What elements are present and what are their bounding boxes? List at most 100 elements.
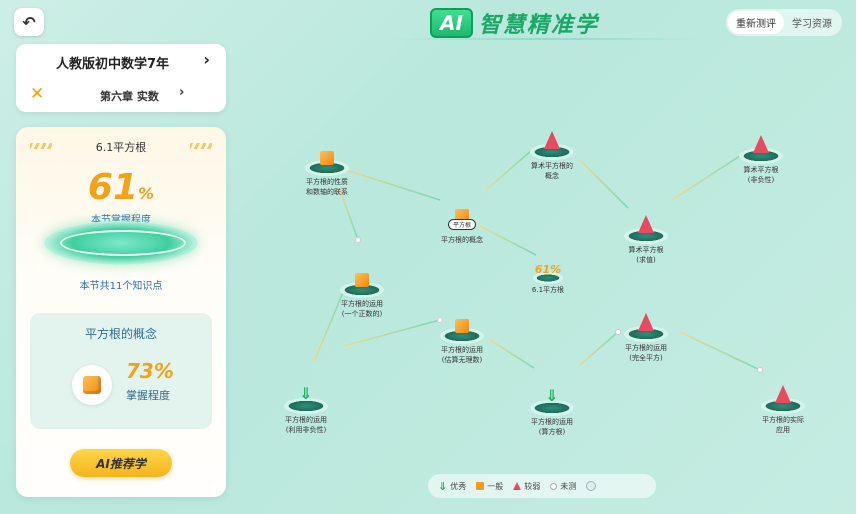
- link-11-9: [579, 331, 619, 366]
- node-arith-root-value[interactable]: 算术平方根 (求值): [591, 206, 701, 265]
- node-disc: [626, 328, 666, 340]
- node-sublabel: (非负性): [747, 176, 775, 184]
- node-sublabel: (算方根): [538, 428, 566, 436]
- chapter-chevron-icon[interactable]: ›: [179, 85, 185, 100]
- title-text: 智慧精准学: [478, 13, 599, 38]
- node-disc: [532, 146, 572, 158]
- stripe-decoration-left: [30, 143, 52, 149]
- glowing-platform: [44, 221, 198, 265]
- cube-icon: [476, 482, 485, 490]
- stripe-decoration-right: [190, 143, 212, 149]
- cube-icon: [355, 273, 369, 287]
- node-label: 算术平方根: [628, 246, 664, 254]
- node-disc: [532, 402, 572, 414]
- legend-item-average: 一般: [476, 481, 503, 492]
- good-arrow-icon: ⇓: [438, 479, 448, 493]
- cone-icon: [775, 385, 791, 403]
- node-disc: [442, 330, 482, 342]
- course-selector-card: 人教版初中数学7年 › ✕ 第六章 实数 ›: [16, 44, 226, 112]
- cone-icon: [638, 215, 654, 233]
- node-label: 平方根的性质: [306, 178, 348, 186]
- link-endpoint-dot: [355, 237, 361, 243]
- node-disc: [763, 400, 803, 412]
- knowledge-points-count: 本节共11个知识点: [79, 281, 163, 292]
- section-detail-card: 6.1平方根 61% 本节掌握程度 本节共11个知识点 平方根的概念 73% 掌…: [16, 127, 226, 497]
- ai-recommend-button[interactable]: AI推荐学: [70, 449, 172, 477]
- concept-level-icon: [72, 365, 112, 405]
- node-sublabel: 应用: [776, 426, 790, 434]
- legend: ⇓ 优秀 一般 较弱 未测: [428, 474, 656, 498]
- legend-toggle-icon[interactable]: [586, 481, 597, 491]
- node-label: 平方根的运用: [531, 418, 573, 426]
- cube-icon: [455, 319, 469, 333]
- back-arrow-icon: ↶: [22, 12, 36, 32]
- node-disc: [307, 162, 347, 174]
- section-percent-marker: 61%: [534, 263, 562, 276]
- concept-percent-label: 掌握程度: [126, 389, 170, 402]
- current-tag: 平方根: [447, 219, 476, 230]
- cube-icon: [320, 151, 334, 165]
- node-arith-root-concept[interactable]: 算术平方根的概念: [497, 122, 607, 181]
- node-sublabel: (估算无理数): [441, 356, 483, 364]
- node-sublabel: 概念: [545, 172, 559, 180]
- good-arrow-icon: ⇓: [545, 386, 559, 405]
- close-icon[interactable]: ✕: [30, 84, 45, 104]
- link-endpoint-dot: [757, 367, 763, 373]
- section-mastery-percent: 61%: [16, 167, 226, 208]
- node-sublabel: (一个正数的): [341, 310, 383, 318]
- chevron-right-icon[interactable]: ›: [203, 50, 210, 69]
- back-button[interactable]: ↶: [14, 8, 44, 36]
- node-disc: [286, 400, 326, 412]
- link-7-10: [313, 289, 345, 363]
- node-sublabel: (完全平方): [629, 354, 663, 362]
- node-label: 平方根的实际: [762, 416, 804, 424]
- ai-logo-badge: AI: [430, 8, 473, 38]
- page-title: AI 智慧精准学: [430, 6, 645, 40]
- graph-links: [313, 149, 763, 373]
- cone-icon: [638, 313, 654, 331]
- node-usage-perfect-square[interactable]: 平方根的运用 (完全平方): [591, 304, 701, 363]
- node-usage-nonneg[interactable]: ⇓ 平方根的运用(利用非负性): [251, 376, 361, 435]
- section-name: 6.1平方根: [95, 141, 147, 154]
- legend-item-weak: 较弱: [513, 481, 540, 492]
- chapter-name[interactable]: 第六章 实数: [100, 90, 159, 103]
- node-usage-positive[interactable]: 平方根的运用(一个正数的): [307, 260, 417, 319]
- legend-label: 较弱: [524, 481, 541, 491]
- tab-resources[interactable]: 学习资源: [792, 19, 832, 30]
- node-label: 平方根的运用: [441, 346, 483, 354]
- node-section-6-1[interactable]: 61% 6.1平方根: [493, 250, 603, 295]
- concept-percent: 73%: [126, 359, 174, 383]
- node-sublabel: (求值): [636, 256, 656, 264]
- knowledge-graph: 平方根的性质和数轴的联系 算术平方根的概念 算术平方根 (非负性) 算术平方根 (求…: [240, 50, 856, 510]
- node-arith-root-nonneg[interactable]: 算术平方根 (非负性): [706, 126, 816, 185]
- top-tabs: 重新测评 学习资源: [726, 9, 842, 36]
- link-5-2: [485, 149, 533, 191]
- node-properties-numberline[interactable]: 平方根的性质和数轴的联系: [272, 138, 382, 197]
- legend-label: 优秀: [450, 481, 467, 491]
- node-sublabel: 和数轴的联系: [306, 188, 348, 196]
- tab-retest[interactable]: 重新测评: [728, 11, 784, 34]
- link-2-4: [579, 159, 629, 209]
- cube-icon: [83, 376, 101, 394]
- node-label: 平方根的运用: [285, 416, 327, 424]
- concept-card[interactable]: 平方根的概念 73% 掌握程度: [30, 313, 212, 429]
- link-8-11: [489, 339, 535, 369]
- dot-icon: [550, 482, 558, 490]
- link-1-5: [339, 167, 441, 201]
- node-usage-roots[interactable]: ⇓ 平方根的运用 (算方根): [497, 378, 607, 437]
- percent-unit: %: [138, 184, 155, 203]
- node-practical-application[interactable]: 平方根的实际应用: [728, 376, 838, 435]
- link-4-3: [671, 151, 747, 201]
- node-label: 平方根的运用: [625, 344, 667, 352]
- node-label: 算术平方根: [743, 166, 779, 174]
- node-sublabel: (利用非负性): [285, 426, 327, 434]
- link-10-8: [343, 319, 441, 347]
- section-mastery-value: 61: [87, 167, 139, 208]
- node-usage-estimate[interactable]: 平方根的运用 (估算无理数): [407, 306, 517, 365]
- node-root-concept[interactable]: 平方根 平方根的概念: [407, 196, 517, 245]
- course-name[interactable]: 人教版初中数学7年: [56, 57, 170, 72]
- concept-title: 平方根的概念: [84, 327, 157, 341]
- legend-item-untested: 未测: [550, 481, 576, 492]
- cone-icon: [753, 135, 769, 153]
- title-underline: [390, 38, 700, 40]
